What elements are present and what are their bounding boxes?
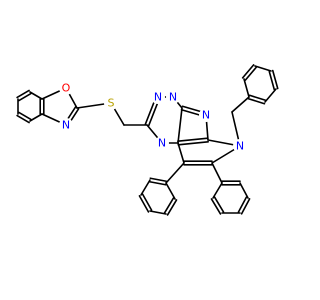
- bond-p1e-p1f-b: [163, 197, 175, 214]
- bond-p1f-p1a: [165, 182, 176, 200]
- bond-p1e-p1f-a: [166, 199, 178, 216]
- bond-p2c-p2d-a: [237, 196, 248, 213]
- bond-p1a-p1b-a: [149, 177, 168, 183]
- atom-n2: N: [166, 90, 180, 104]
- atom-labels-layer: O N S N N N N N: [59, 81, 247, 153]
- atom-n6: N: [233, 139, 247, 153]
- bond-p2b-p2c: [239, 182, 249, 199]
- bond-c4a-c9b-b: [177, 140, 209, 146]
- atom-n3-label: N: [154, 91, 162, 104]
- bond-bz_ch2-bz1: [231, 96, 250, 113]
- atom-n5-label: N: [202, 109, 210, 122]
- bond-bz1-bz2-b: [248, 94, 267, 102]
- atom-n3: N: [151, 90, 165, 104]
- bond-bz3-bz4-a: [271, 69, 279, 90]
- bond-b4-b6-a: [18, 111, 32, 121]
- bond-b4-b6-b: [16, 114, 30, 124]
- bond-c8-p2a: [211, 162, 223, 184]
- atom-o1: O: [59, 81, 73, 95]
- bond-c8a-c9b: [177, 107, 183, 144]
- bond-b2-b4: [29, 113, 43, 122]
- bond-bz1-bz2-a: [247, 97, 266, 105]
- atom-n5: N: [199, 108, 213, 122]
- atom-n2-label: N: [169, 91, 177, 104]
- bond-p1c-p1d-b: [141, 193, 153, 211]
- bond-p1d-p1e: [149, 210, 167, 215]
- bond-c9-p1a: [165, 162, 185, 184]
- atom-n1: N: [59, 118, 73, 132]
- bond-p2e-p2f-a: [213, 196, 225, 213]
- atom-n4-label: N: [158, 137, 166, 150]
- bond-p1a-p1b-b: [148, 180, 167, 186]
- bond-b5-b3-b: [16, 89, 30, 99]
- bond-bz5-bz6-a: [241, 64, 255, 79]
- bond-bz4-bz5: [254, 65, 272, 72]
- bond-p1c-p1d-a: [138, 195, 150, 213]
- molecule-structure: O N S N N N N N: [16, 64, 279, 216]
- atom-n1-label: N: [62, 119, 70, 132]
- atom-o1-label: O: [62, 82, 71, 95]
- bond-p1b-p1c: [140, 179, 151, 196]
- bond-p2c-p2d-b: [240, 198, 251, 215]
- bond-b3-b1: [29, 91, 43, 100]
- bond-b5-b3-a: [18, 92, 32, 102]
- atom-n6-label: N: [236, 140, 244, 153]
- atom-n4: N: [155, 136, 169, 150]
- bond-p2f-p2a: [212, 182, 223, 199]
- bond-bz2-bz3: [264, 88, 277, 103]
- bond-c9b-c9: [177, 142, 185, 164]
- bond-bz6-bz1: [243, 78, 250, 98]
- bond-c4a-c9b-a: [177, 137, 209, 143]
- bond-p2e-p2f-b: [210, 198, 222, 215]
- bond-bz5-bz6-b: [244, 66, 258, 81]
- atom-s1-label: S: [108, 97, 115, 110]
- bond-bz3-bz4-b: [268, 70, 276, 91]
- atom-s1: S: [104, 96, 118, 110]
